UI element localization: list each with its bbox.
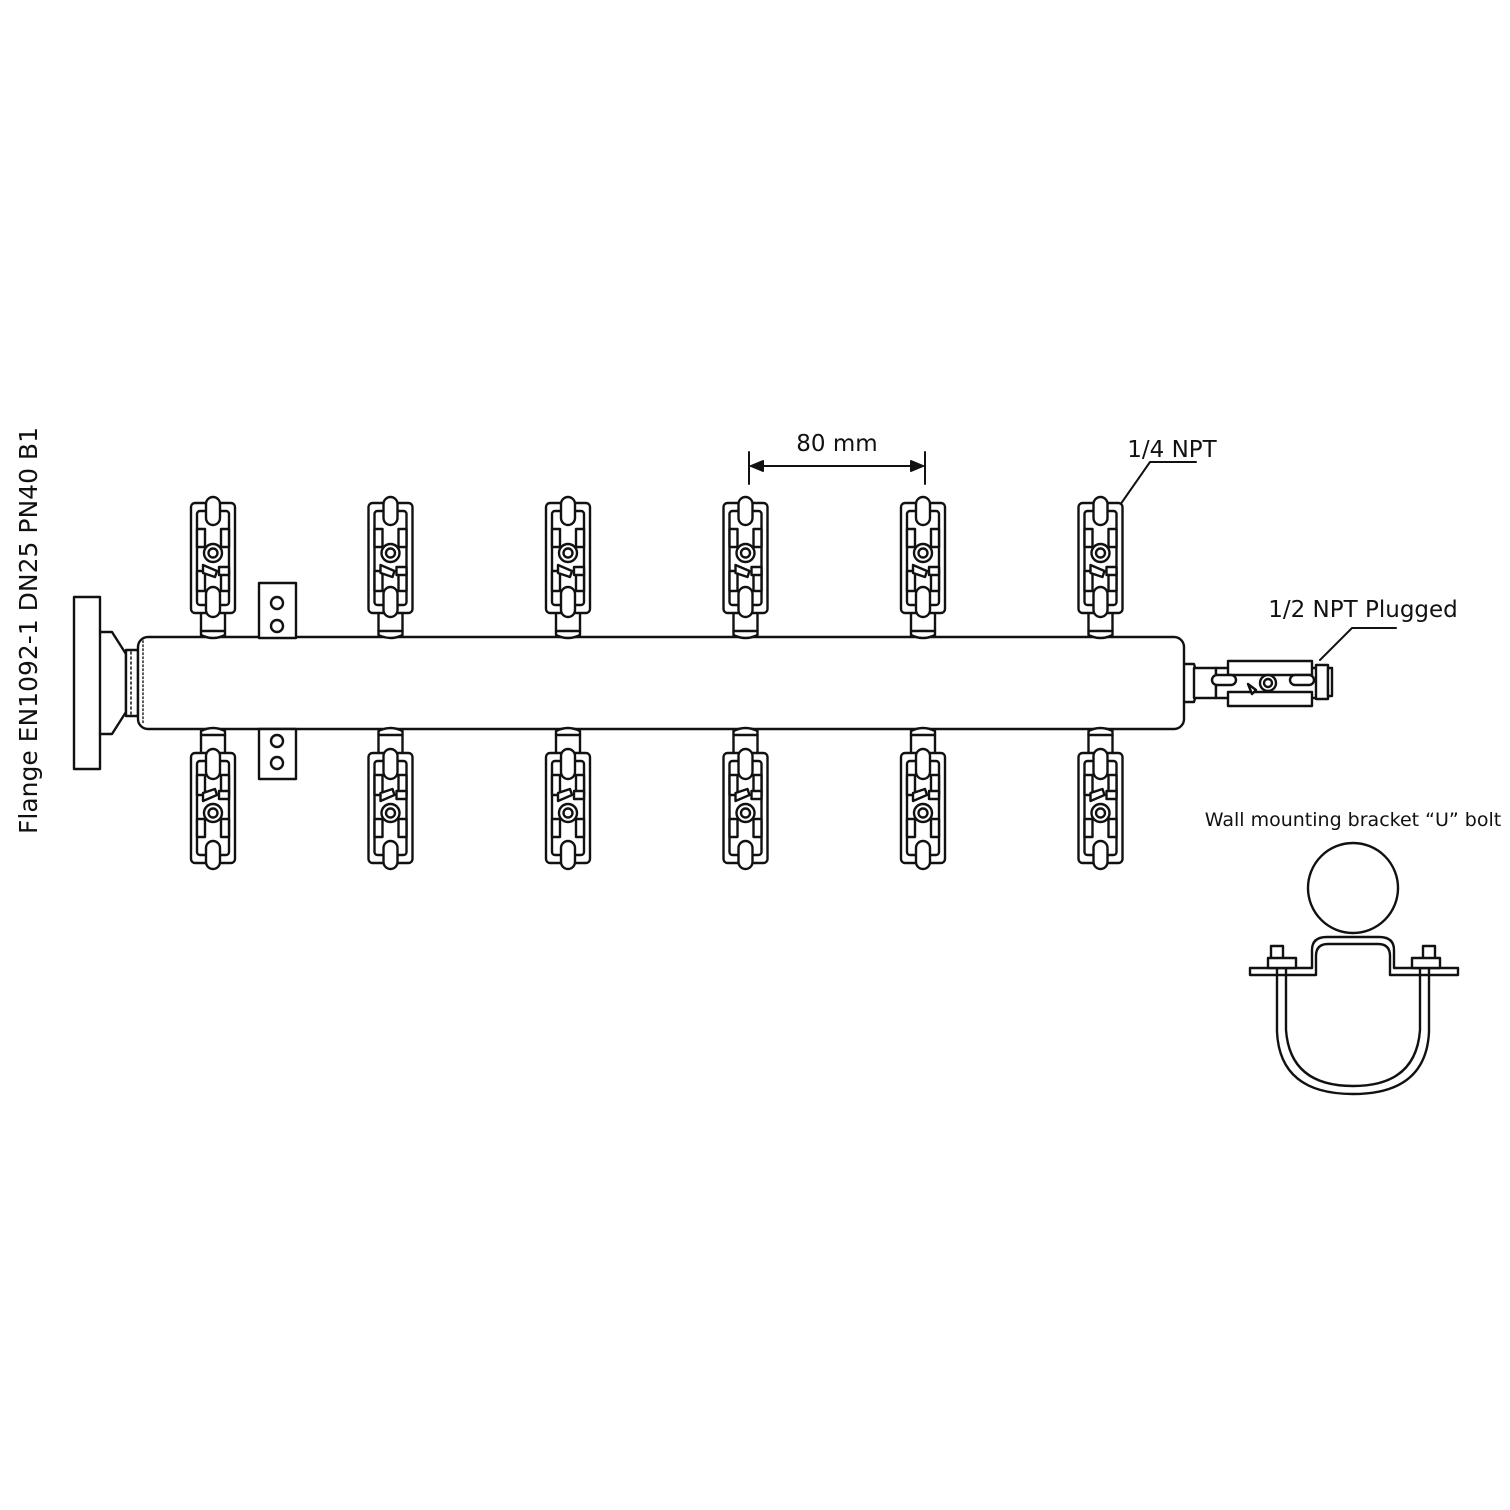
plugged-label: 1/2 NPT Plugged — [1268, 597, 1458, 623]
mounting-plate-bottom — [257, 727, 298, 781]
flange-label: Flange EN1092-1 DN25 PN40 B1 — [14, 427, 43, 834]
valve-top-4 — [722, 495, 769, 640]
valve-top-6 — [1077, 495, 1124, 640]
valve-bottom-5 — [899, 726, 947, 871]
valve-bottom-2 — [367, 726, 414, 871]
valve-top-3 — [544, 495, 592, 640]
plugged-port — [1182, 659, 1334, 708]
port-npt-label: 1/4 NPT — [1127, 437, 1217, 463]
valve-bottom-1 — [189, 726, 237, 871]
valve-bottom-3 — [544, 726, 592, 871]
leader-1-4-npt — [1119, 461, 1197, 506]
flange — [72, 595, 140, 771]
valve-top-2 — [367, 495, 414, 640]
header-pipe — [136, 635, 1186, 731]
valve-group — [189, 495, 1124, 871]
dimension-80mm — [748, 451, 926, 485]
bracket-label: Wall mounting bracket “U” bolt — [1205, 809, 1501, 831]
spacing-label: 80 mm — [796, 431, 877, 457]
leader-plugged — [1319, 627, 1397, 661]
mounting-plate-top — [257, 581, 298, 640]
valve-bottom-6 — [1077, 726, 1124, 871]
u-bolt-bracket — [1248, 841, 1460, 1096]
valve-bottom-4 — [722, 726, 769, 871]
valve-top-1 — [189, 495, 237, 640]
valve-top-5 — [899, 495, 947, 640]
